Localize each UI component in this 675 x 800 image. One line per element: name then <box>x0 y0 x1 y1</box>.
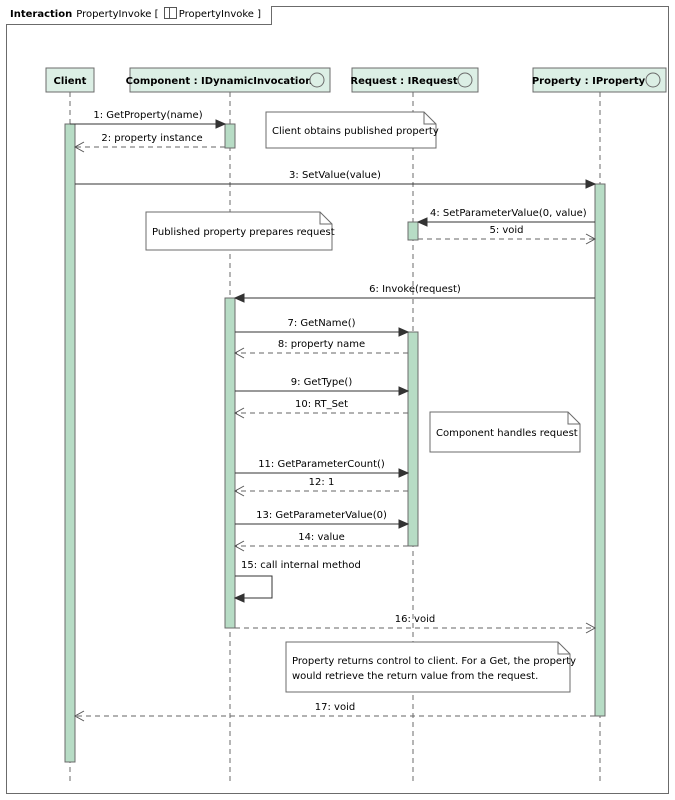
message-arrowhead-7 <box>398 327 410 337</box>
activation-bar <box>224 123 236 149</box>
message-label-16: 16: void <box>395 614 435 625</box>
message-arrowhead-6 <box>233 293 245 303</box>
message-label-7: 7: GetName() <box>287 318 355 329</box>
message-label-6: 6: Invoke(request) <box>369 284 461 295</box>
message-label-4: 4: SetParameterValue(0, value) <box>430 208 587 219</box>
message-label-9: 9: GetType() <box>291 377 353 388</box>
note-text: would retrieve the return value from the… <box>292 671 538 682</box>
lifeline-head-client <box>45 67 95 93</box>
note-text: Property returns control to client. For … <box>292 656 576 667</box>
message-arrowhead-8 <box>233 347 245 359</box>
message-arrowhead-12 <box>233 485 245 497</box>
note-fold <box>557 642 570 655</box>
activation-bar <box>224 297 236 629</box>
interface-icon <box>457 72 473 88</box>
lifeline-label-property: Property : IProperty <box>532 76 646 87</box>
activation-bar <box>407 331 419 547</box>
note-fold <box>319 212 332 225</box>
message-label-14: 14: value <box>298 532 345 543</box>
frame-border <box>6 6 669 794</box>
message-arrowhead-5 <box>585 233 597 245</box>
interface-icon <box>309 72 325 88</box>
lifeline-head-component <box>129 67 331 93</box>
message-label-10: 10: RT_Set <box>295 399 348 410</box>
message-arrowhead-4 <box>416 217 428 227</box>
message-arrowhead-13 <box>398 519 410 529</box>
lifeline-head-request <box>351 67 479 93</box>
note-box <box>265 111 437 149</box>
note-box <box>145 211 333 251</box>
message-arrowhead-10 <box>233 407 245 419</box>
message-arrowhead-9 <box>398 386 410 396</box>
activation-bar <box>407 221 419 241</box>
message-arrowhead-2 <box>73 141 85 153</box>
message-label-8: 8: property name <box>278 339 365 350</box>
note-text: Client obtains published property <box>272 126 439 137</box>
message-label-15: 15: call internal method <box>241 560 361 571</box>
message-label-11: 11: GetParameterCount() <box>258 459 385 470</box>
lifeline-label-client: Client <box>54 76 87 87</box>
lifeline-head-property <box>532 67 667 93</box>
lifeline-label-request: Request : IRequest <box>350 76 457 87</box>
message-label-13: 13: GetParameterValue(0) <box>256 510 387 521</box>
message-arrowhead-1 <box>215 119 227 129</box>
activation-bar <box>594 183 606 717</box>
message-label-2: 2: property instance <box>101 133 202 144</box>
message-arrowhead-11 <box>398 468 410 478</box>
lifeline-label-component: Component : IDynamicInvocation <box>126 76 313 87</box>
message-label-1: 1: GetProperty(name) <box>93 110 202 121</box>
frame-name: PropertyInvoke <box>76 9 152 20</box>
frame-diagram-ref: PropertyInvoke <box>178 9 254 20</box>
message-arrowhead-3 <box>585 179 597 189</box>
message-label-17: 17: void <box>315 702 355 713</box>
message-arrowhead-15 <box>233 593 245 603</box>
message-label-5: 5: void <box>489 225 523 236</box>
interaction-diagram-icon <box>163 7 177 19</box>
note-box <box>429 411 581 453</box>
note-box <box>285 641 571 693</box>
activation-bar <box>64 123 76 763</box>
message-label-12: 12: 1 <box>309 477 335 488</box>
message-label-3: 3: SetValue(value) <box>289 170 381 181</box>
frame-keyword: Interaction <box>10 9 73 20</box>
message-arrowhead-16 <box>585 622 597 634</box>
note-fold <box>567 412 580 425</box>
note-text: Component handles request <box>436 428 578 439</box>
message-arrowhead-14 <box>233 540 245 552</box>
interface-icon <box>645 72 661 88</box>
message-arrowhead-17 <box>73 710 85 722</box>
note-text: Published property prepares request <box>152 227 335 238</box>
message-arrow-15 <box>235 575 273 599</box>
note-fold <box>423 112 436 125</box>
